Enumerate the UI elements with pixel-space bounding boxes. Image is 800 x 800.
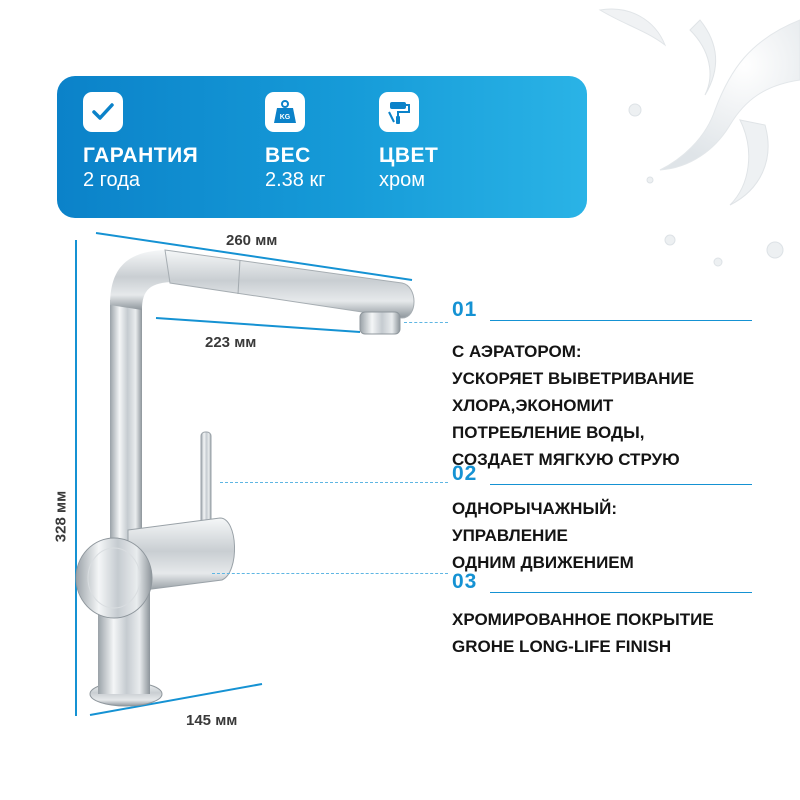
- paint-roller-icon: [379, 92, 419, 132]
- checkmark-icon: [83, 92, 123, 132]
- faucet-aerator: [359, 311, 401, 335]
- spec-color-value: хром: [379, 169, 425, 191]
- feature-1-number: 01: [452, 298, 478, 321]
- feature-1-line: УСКОРЯЕТ ВЫВЕТРИВАНИЕ: [452, 369, 695, 388]
- feature-3-number: 03: [452, 570, 478, 593]
- feature-1-line: ХЛОРА,ЭКОНОМИТ: [452, 396, 614, 415]
- feature-3: 03 ХРОМИРОВАННОЕ ПОКРЫТИЕ GROHE LONG-LIF…: [452, 570, 762, 660]
- connector-line-2: [220, 482, 448, 483]
- feature-1: 01 С АЭРАТОРОМ: УСКОРЯЕТ ВЫВЕТРИВАНИЕ ХЛ…: [452, 298, 762, 473]
- faucet-elbow: [110, 250, 175, 310]
- feature-3-line: GROHE LONG-LIFE FINISH: [452, 637, 672, 656]
- spec-weight: KG ВЕС 2.38 кг: [265, 92, 326, 192]
- spec-warranty: ГАРАНТИЯ 2 года: [83, 92, 198, 192]
- feature-2-line: ОДНИМ ДВИЖЕНИЕМ: [452, 553, 634, 572]
- connector-line-3: [212, 573, 448, 574]
- feature-2-rule: [490, 484, 752, 485]
- connector-line-1: [404, 322, 448, 323]
- spec-warranty-label: ГАРАНТИЯ: [83, 144, 199, 167]
- spec-warranty-value: 2 года: [83, 169, 141, 191]
- dim-label-spout: 260 мм: [226, 232, 278, 249]
- faucet-hub: [75, 537, 153, 619]
- faucet-lever: [200, 431, 212, 533]
- feature-1-text: С АЭРАТОРОМ: УСКОРЯЕТ ВЫВЕТРИВАНИЕ ХЛОРА…: [452, 338, 762, 473]
- faucet-cartridge: [127, 517, 235, 593]
- feature-1-line: СОЗДАЕТ МЯГКУЮ СТРУЮ: [452, 450, 680, 469]
- feature-3-rule: [490, 592, 752, 593]
- milk-splash-image: [598, 8, 800, 267]
- spec-color-label: ЦВЕТ: [379, 144, 439, 167]
- feature-2-text: ОДНОРЫЧАЖНЫЙ: УПРАВЛЕНИЕ ОДНИМ ДВИЖЕНИЕМ: [452, 495, 762, 576]
- feature-1-line: С АЭРАТОРОМ:: [452, 342, 582, 361]
- feature-3-line: ХРОМИРОВАННОЕ ПОКРЫТИЕ: [452, 610, 714, 629]
- spec-weight-value: 2.38 кг: [265, 169, 326, 191]
- feature-1-rule: [490, 320, 752, 321]
- dim-label-height: 328 мм: [52, 490, 70, 543]
- feature-2-number: 02: [452, 462, 478, 485]
- dim-label-reach: 223 мм: [205, 334, 257, 351]
- weight-icon-text: KG: [280, 114, 291, 121]
- feature-2-line: ОДНОРЫЧАЖНЫЙ:: [452, 499, 617, 518]
- dim-line-spout: [95, 232, 413, 281]
- dim-line-reach: [155, 317, 361, 333]
- faucet-spout: [164, 249, 415, 319]
- spec-weight-label: ВЕС: [265, 144, 311, 167]
- weight-icon: KG: [265, 92, 305, 132]
- dim-label-base: 145 мм: [186, 712, 238, 729]
- feature-3-text: ХРОМИРОВАННОЕ ПОКРЫТИЕ GROHE LONG-LIFE F…: [452, 606, 762, 660]
- spec-color: ЦВЕТ хром: [379, 92, 438, 192]
- feature-2: 02 ОДНОРЫЧАЖНЫЙ: УПРАВЛЕНИЕ ОДНИМ ДВИЖЕН…: [452, 462, 762, 576]
- feature-2-line: УПРАВЛЕНИЕ: [452, 526, 568, 545]
- dim-line-base: [89, 683, 263, 716]
- feature-1-line: ПОТРЕБЛЕНИЕ ВОДЫ,: [452, 423, 645, 442]
- spec-banner: ГАРАНТИЯ 2 года KG ВЕС 2.38 кг ЦВЕТ хром: [57, 76, 587, 218]
